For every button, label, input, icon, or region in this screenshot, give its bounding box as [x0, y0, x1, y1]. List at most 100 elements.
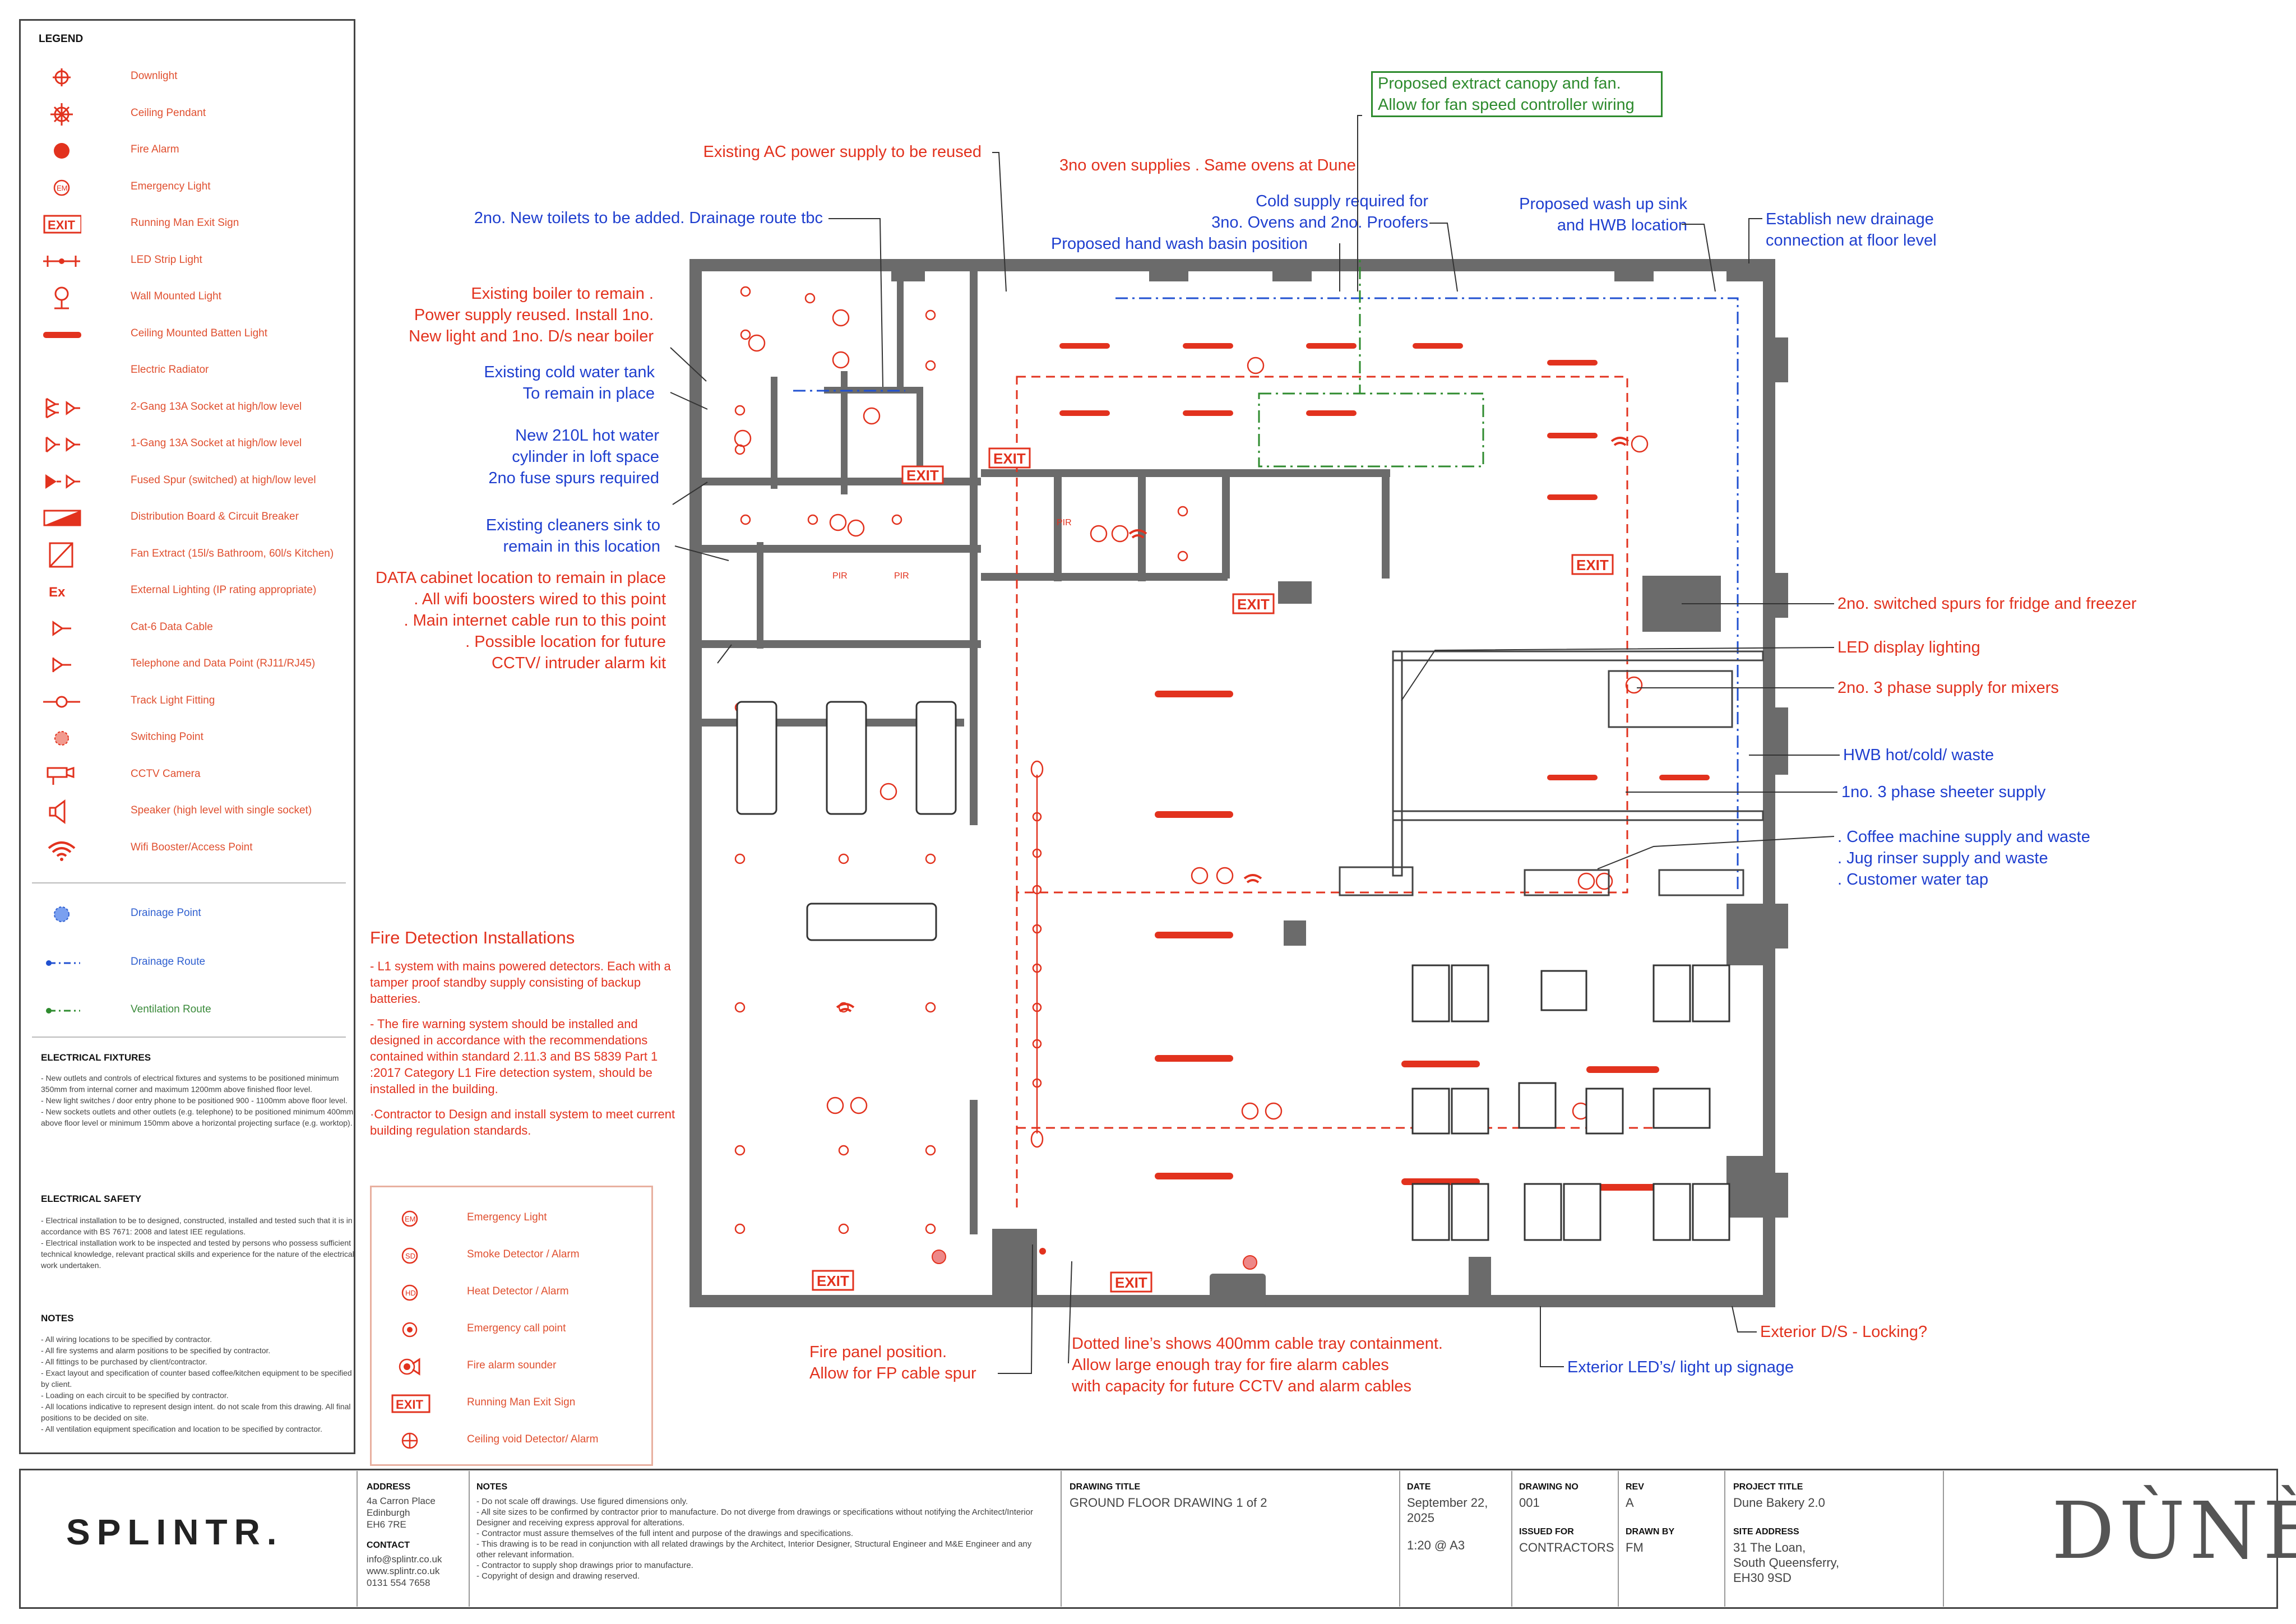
building-walls — [689, 259, 1788, 1307]
date-block: DATE September 22, 2025 1:20 @ A3 — [1407, 1482, 1488, 1552]
exit-sign: EXIT — [817, 1273, 849, 1289]
annotation-cold-supply-2: 3no. Ovens and 2no. Proofers — [1211, 214, 1428, 232]
legend-label: Telephone and Data Point (RJ11/RJ45) — [131, 658, 316, 669]
legend-label: 1-Gang 13A Socket at high/low level — [131, 437, 302, 449]
dune-logo: DÙNÈ — [2052, 1486, 2296, 1577]
legend-item: Fire Alarm — [32, 133, 346, 167]
annotation-extract-1: Proposed extract canopy and fan. — [1378, 75, 1621, 92]
legend-label: Fan Extract (15l/s Bathroom, 60l/s Kitch… — [131, 547, 334, 559]
annotation-exterior-led: Exterior LED’s/ light up signage — [1567, 1358, 1794, 1376]
pastry-racks — [736, 701, 957, 941]
svg-text:HD: HD — [405, 1289, 416, 1297]
distribution-board-icon — [43, 510, 81, 526]
annotation-cable-tray-3: with capacity for future CCTV and alarm … — [1072, 1377, 1412, 1395]
track-light — [1030, 760, 1044, 1148]
legend-label: Ceiling Mounted Batten Light — [131, 327, 267, 339]
exit-sign-icon: EXIT — [391, 1394, 430, 1413]
wifi-boosters — [836, 437, 1630, 1012]
wall-light-icon — [54, 286, 69, 309]
fire-sounder-icon — [399, 1358, 420, 1376]
fire-key-item: Emergency call point — [383, 1312, 646, 1346]
emergency-light-icon: EM — [401, 1210, 418, 1227]
batten-lights — [1059, 343, 1710, 1191]
ceiling-void-detector-icon — [401, 1432, 418, 1449]
legend-label: Switching Point — [131, 731, 203, 743]
legend-item: 2-Gang 13A Socket at high/low level — [32, 391, 346, 424]
annotation-cold-tank-1: Existing cold water tank — [484, 363, 655, 381]
exit-sign: EXIT — [1237, 596, 1270, 613]
legend-label: Electric Radiator — [131, 364, 209, 376]
legend-label: Distribution Board & Circuit Breaker — [131, 511, 299, 522]
legend-label: LED Strip Light — [131, 253, 202, 266]
electrical-safety-title: ELECTRICAL SAFETY — [41, 1193, 142, 1204]
annotation-led-display: LED display lighting — [1837, 639, 1980, 656]
annotation-cleaners-2: remain in this location — [503, 538, 660, 556]
legend-item: Telephone and Data Point (RJ11/RJ45) — [32, 647, 346, 681]
fire-detection-para-3: ·Contractor to Design and install system… — [370, 1107, 675, 1137]
fire-key-label: Heat Detector / Alarm — [467, 1285, 569, 1297]
fire-detection-para-1: - L1 system with mains powered detectors… — [370, 959, 671, 1006]
legend-label: Fire Alarm — [131, 144, 179, 155]
fire-detection-title: Fire Detection Installations — [370, 928, 575, 947]
legend-label: Downlight — [131, 70, 178, 82]
socket-2gang-icon — [45, 397, 80, 418]
smoke-detectors — [829, 435, 1649, 1120]
legend-item: Wall Mounted Light — [32, 280, 346, 314]
annotation-hand-wash: Proposed hand wash basin position — [1051, 235, 1308, 253]
legend-label: Drainage Route — [131, 956, 206, 968]
legend-label: External Lighting (IP rating appropriate… — [131, 584, 317, 596]
notes-text: - All wiring locations to be specified b… — [41, 1335, 352, 1433]
wifi-icon — [48, 841, 76, 861]
legend-item: Wifi Booster/Access Point — [32, 831, 346, 865]
legend-item: Track Light Fitting — [32, 684, 346, 718]
legend-label: Speaker (high level with single socket) — [131, 804, 312, 816]
annotation-wash-up-1: Proposed wash up sink — [1519, 195, 1687, 213]
cctv-camera-icon — [47, 766, 75, 785]
legend-item: Downlight — [32, 60, 346, 94]
ventilation-route-icon — [46, 1008, 80, 1014]
legend-label: Track Light Fitting — [131, 694, 215, 706]
drainage-route — [793, 297, 1739, 892]
fire-key-label: Emergency Light — [467, 1211, 547, 1223]
legend-item: Ceiling Mounted Batten Light — [32, 317, 346, 351]
fire-key-item: EM Emergency Light — [383, 1201, 646, 1235]
annotation-boiler-1: Existing boiler to remain . — [471, 285, 654, 303]
annotation-coffee-3: . Customer water tap — [1837, 871, 1989, 889]
ceiling-pendant-icon — [50, 103, 73, 126]
annotation-coffee-1: . Coffee machine supply and waste — [1837, 828, 2090, 846]
exit-sign: EXIT — [1576, 557, 1609, 573]
svg-text:PIR: PIR — [832, 571, 848, 581]
annotation-data-1: DATA cabinet location to remain in place — [376, 569, 666, 587]
address-block: ADDRESS 4a Carron Place Edinburgh EH6 7R… — [367, 1482, 442, 1588]
exit-sign: EXIT — [1115, 1274, 1147, 1291]
electrical-safety-text: - Electrical installation to be to desig… — [41, 1216, 354, 1270]
fused-spur-icon — [45, 474, 80, 489]
interior-walls — [701, 270, 1390, 1234]
legend-label: Fused Spur (switched) at high/low level — [131, 474, 316, 486]
legend-item: Speaker (high level with single socket) — [32, 794, 346, 828]
rev-block: REV A DRAWN BY FM — [1626, 1482, 1675, 1554]
drainage-route-icon — [46, 960, 80, 966]
legend-item: Electric Radiator — [32, 354, 346, 387]
heat-detector-icon: HD — [401, 1284, 418, 1301]
fire-panel — [932, 920, 1306, 1270]
legend-item: CCTV Camera — [32, 758, 346, 792]
annotation-cold-tank-2: To remain in place — [522, 385, 655, 402]
project-block: PROJECT TITLE Dune Bakery 2.0 SITE ADDRE… — [1733, 1482, 1840, 1585]
data-cable-icon — [52, 620, 71, 636]
titleblock-notes: NOTES - Do not scale off drawings. Use f… — [476, 1482, 1033, 1581]
legend-item: Fused Spur (switched) at high/low level — [32, 464, 346, 498]
fire-key-item: Fire alarm sounder — [383, 1349, 646, 1383]
legend-item-ventilation-route: Ventilation Route — [32, 993, 346, 1027]
legend-label: Ceiling Pendant — [131, 107, 206, 119]
switching-point-icon — [54, 731, 69, 746]
fire-key-item: HD Heat Detector / Alarm — [383, 1275, 646, 1309]
electrical-fixtures-title: ELECTRICAL FIXTURES — [41, 1052, 151, 1063]
socket-1gang-icon — [45, 436, 80, 453]
annotation-fire-panel-2: Allow for FP cable spur — [809, 1364, 976, 1382]
exit-sign-icon: EXIT — [43, 215, 81, 234]
annotation-data-4: . Possible location for future — [465, 633, 666, 651]
